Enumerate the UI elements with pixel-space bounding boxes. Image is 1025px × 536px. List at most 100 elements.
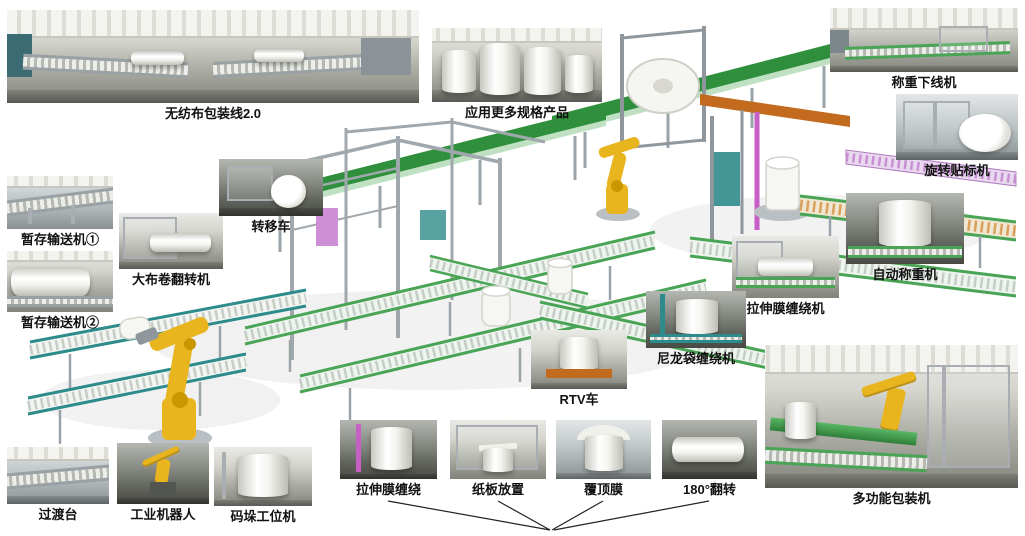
callout-step-flip-180: 180°翻转 <box>662 420 757 498</box>
label-nylon-bag-wrapper: 尼龙袋缠绕机 <box>656 351 735 366</box>
photo-rotary-labeler <box>896 94 1018 160</box>
render-detail <box>397 138 501 164</box>
callout-buffer-conveyor-2: 暂存输送机② <box>7 251 113 331</box>
render-detail <box>298 283 708 389</box>
callout-nylon-bag-wrapper: 尼龙袋缠绕机 <box>646 291 746 367</box>
render-detail <box>248 120 606 216</box>
render-detail <box>165 340 193 406</box>
render-detail <box>254 49 304 63</box>
render-detail <box>7 464 109 490</box>
render-detail <box>606 184 628 214</box>
render-detail <box>27 357 247 411</box>
render-detail <box>27 368 247 416</box>
callout-buffer-conveyor-1: 暂存输送机① <box>7 176 113 248</box>
render-detail <box>611 180 623 192</box>
photo-industrial-robot <box>117 443 209 504</box>
render-detail <box>879 200 931 247</box>
photo-rtv-cart <box>531 330 627 389</box>
callout-weighing-offline: 称重下线机 <box>830 8 1018 91</box>
render-detail <box>316 208 338 246</box>
render-detail <box>497 500 551 531</box>
line-robot <box>596 137 640 221</box>
render-detail <box>371 427 412 470</box>
render-detail <box>785 402 816 440</box>
render-detail <box>219 208 323 216</box>
photo-step-flip-180 <box>662 420 757 479</box>
render-detail <box>7 447 109 461</box>
callout-transfer-cart: 转移车 <box>219 159 323 235</box>
render-detail <box>7 251 113 262</box>
render-detail <box>564 54 594 94</box>
render-detail <box>714 152 740 206</box>
orange-gantry-beam <box>700 94 850 127</box>
render-detail <box>621 28 705 40</box>
render-detail <box>531 383 627 389</box>
render-detail <box>340 474 437 479</box>
render-detail <box>598 137 640 158</box>
render-detail <box>11 266 90 297</box>
render-detail <box>556 473 651 479</box>
render-detail <box>7 496 109 504</box>
render-detail <box>932 100 937 150</box>
render-detail <box>7 10 419 38</box>
render-detail <box>70 204 75 224</box>
render-detail <box>942 365 947 468</box>
photo-buffer-conveyor-2 <box>7 251 113 312</box>
render-detail <box>765 345 1018 374</box>
callout-roll-turnover: 大布卷翻转机 <box>119 213 223 288</box>
render-detail <box>559 337 599 371</box>
render-detail <box>221 451 226 499</box>
render-detail <box>606 152 627 190</box>
render-detail <box>119 262 223 269</box>
label-step-flip-180: 180°翻转 <box>683 482 736 497</box>
render-detail <box>7 176 113 188</box>
render-detail <box>29 293 307 355</box>
callout-more-products: 应用更多规格产品 <box>432 28 602 121</box>
callout-rtv-cart: RTV车 <box>531 330 627 408</box>
label-palletizing-station: 码垛工位机 <box>230 509 296 524</box>
render-detail <box>130 50 185 65</box>
label-rtv-cart: RTV车 <box>559 392 599 407</box>
render-detail <box>150 482 176 496</box>
callout-panorama: 无纺布包装线2.0 <box>7 10 419 122</box>
render-detail <box>765 446 928 473</box>
main-roller-conveyor-2 <box>298 278 708 420</box>
render-detail <box>671 436 744 463</box>
render-detail <box>765 156 800 170</box>
label-step-cardboard: 纸板放置 <box>471 482 524 497</box>
render-detail <box>551 500 604 531</box>
render-detail <box>845 152 1017 184</box>
render-detail <box>227 165 274 202</box>
photo-transfer-cart <box>219 159 323 216</box>
photo-step-cardboard <box>450 420 546 479</box>
render-detail <box>830 8 1018 30</box>
labeling-conveyor <box>845 149 1017 187</box>
render-detail <box>237 454 289 497</box>
render-detail <box>757 257 814 276</box>
label-buffer-conveyor-1: 暂存输送机① <box>20 232 99 247</box>
callout-multifunction-packer: 多功能包装机 <box>765 345 1018 507</box>
render-detail <box>676 298 718 335</box>
label-more-products: 应用更多规格产品 <box>464 105 569 120</box>
render-detail <box>291 205 399 231</box>
infeed-green-conveyor <box>248 106 606 252</box>
label-transition-table: 过渡台 <box>38 507 78 522</box>
render-detail <box>7 187 113 217</box>
render-detail <box>7 296 113 308</box>
render-detail <box>896 152 1018 160</box>
render-detail <box>135 327 159 345</box>
render-detail <box>149 317 209 351</box>
render-detail <box>584 435 623 471</box>
render-detail <box>879 386 906 433</box>
render-detail <box>30 290 306 358</box>
photo-buffer-conveyor-1 <box>7 176 113 229</box>
label-step-top-film: 覆顶膜 <box>583 482 623 497</box>
callout-step-top-film: 覆顶膜 <box>556 420 651 498</box>
render-detail <box>848 245 962 259</box>
photo-auto-weigher <box>846 193 964 264</box>
render-detail <box>653 78 673 94</box>
render-detail <box>355 423 361 472</box>
photo-more-products <box>432 28 602 102</box>
